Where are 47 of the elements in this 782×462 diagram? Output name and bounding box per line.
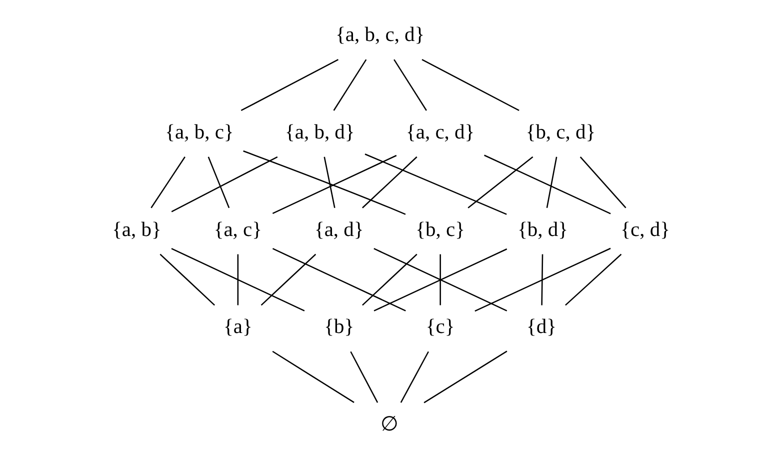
connector — [541, 254, 544, 306]
connector — [324, 156, 336, 208]
connector — [468, 156, 534, 208]
connector — [171, 248, 305, 312]
node-text: {a, c, d} — [406, 122, 475, 144]
node-text: {b, c, d} — [526, 122, 596, 144]
connector — [364, 154, 507, 215]
connector — [394, 59, 427, 111]
connector — [350, 351, 378, 403]
node-text: {a} — [224, 316, 252, 338]
node-text: {b, d} — [518, 218, 568, 241]
node-text: {b} — [324, 316, 354, 338]
connector — [150, 156, 186, 208]
node-text: {d} — [526, 316, 556, 338]
connector — [362, 254, 418, 306]
connector — [374, 248, 508, 312]
connector — [362, 156, 418, 208]
connector — [474, 248, 611, 312]
connector — [272, 248, 406, 312]
node-text: {a, b, d} — [285, 122, 355, 144]
node-text: {a, b, c, d} — [336, 24, 425, 46]
connector — [272, 154, 397, 214]
node-text: ∅ — [380, 414, 398, 436]
connector — [160, 254, 216, 306]
node-text: {c} — [426, 316, 455, 338]
connector — [171, 156, 278, 212]
connector — [440, 254, 441, 306]
node-text: {a, c} — [214, 218, 262, 241]
connector — [237, 254, 239, 306]
connector — [333, 59, 367, 111]
connector — [272, 350, 354, 404]
node-text: {a, d} — [314, 218, 364, 241]
node-text: {b, c} — [416, 218, 465, 241]
connector — [400, 351, 429, 403]
node-text: {c, d} — [620, 218, 670, 241]
node-text: {a, b, c} — [165, 122, 234, 144]
connector — [240, 58, 339, 112]
connector — [260, 254, 316, 306]
connector — [208, 156, 230, 208]
connector — [565, 254, 622, 306]
connector — [422, 58, 520, 112]
connector — [546, 156, 558, 208]
connector — [580, 156, 626, 208]
connector — [243, 150, 406, 215]
connector — [484, 154, 611, 214]
connector — [424, 350, 508, 404]
node-text: {a, b} — [112, 218, 162, 241]
